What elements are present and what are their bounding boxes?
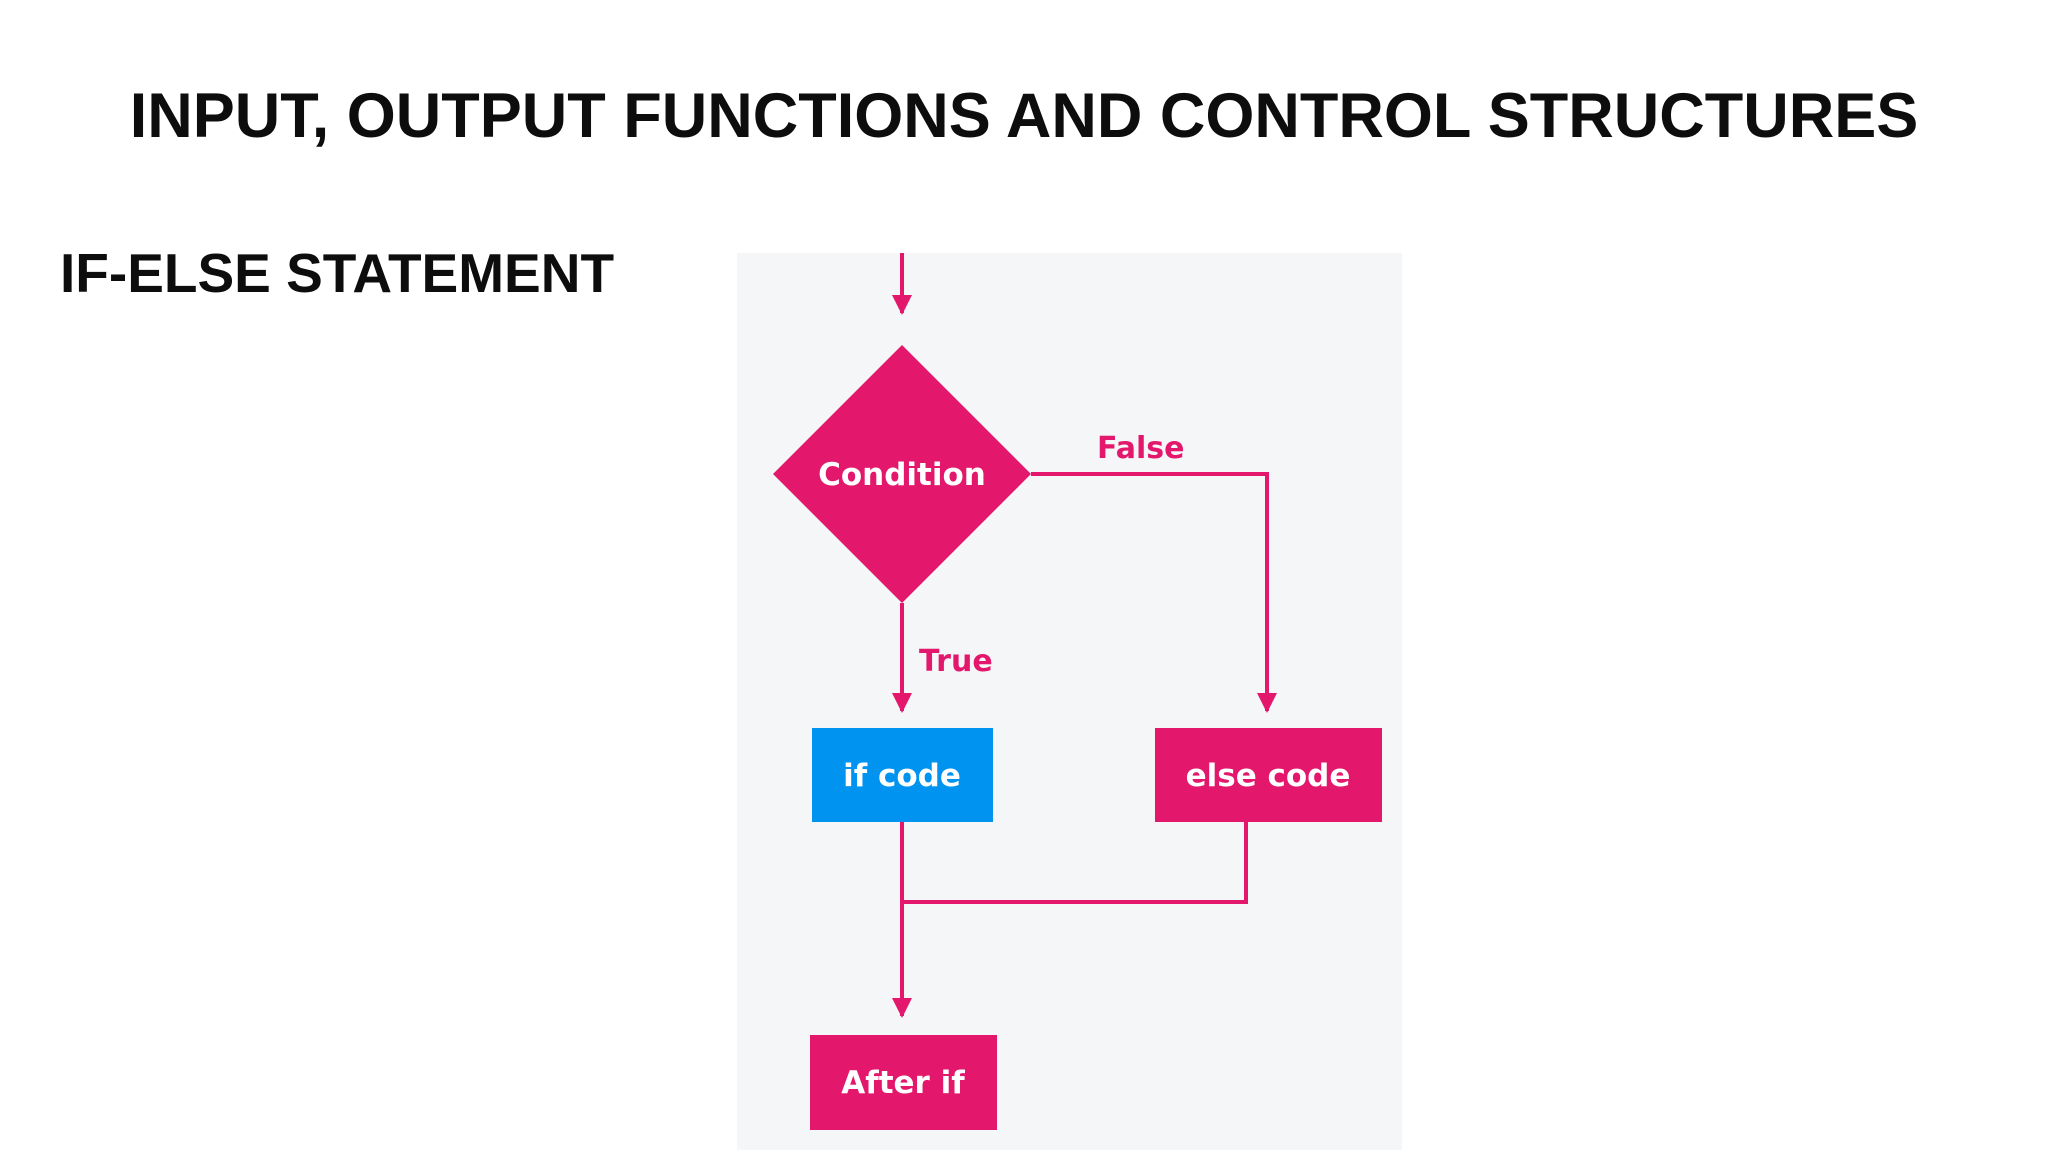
if-else-flowchart: Condition False True if code else code A… bbox=[737, 253, 1402, 1150]
else-code-block bbox=[1155, 728, 1382, 822]
after-if-label: After if bbox=[841, 1065, 965, 1101]
after-if-block bbox=[810, 1035, 997, 1130]
false-branch-arrow bbox=[1031, 472, 1277, 713]
condition-label: Condition bbox=[818, 457, 986, 493]
else-code-label: else code bbox=[1186, 758, 1351, 794]
flowchart-canvas: Condition False True if code else code A… bbox=[773, 253, 1382, 1130]
false-label: False bbox=[1097, 431, 1184, 466]
if-code-label: if code bbox=[843, 758, 961, 794]
else-merge-line bbox=[902, 822, 1248, 904]
condition-diamond bbox=[773, 345, 1031, 603]
slide-title: INPUT, OUTPUT FUNCTIONS AND CONTROL STRU… bbox=[129, 81, 1919, 151]
if-code-block bbox=[812, 728, 993, 822]
section-heading: IF-ELSE STATEMENT bbox=[60, 242, 615, 304]
true-label: True bbox=[919, 644, 993, 679]
